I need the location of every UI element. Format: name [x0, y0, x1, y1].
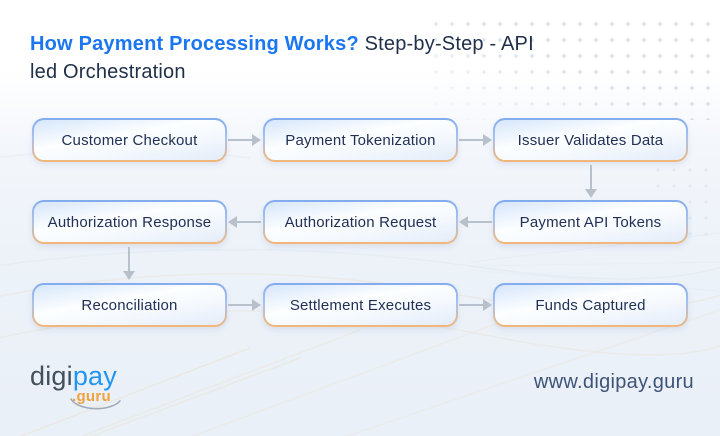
step-label: Reconciliation [34, 285, 225, 325]
arrow-left-icon [228, 216, 261, 228]
logo-text-digi: digi [30, 361, 73, 391]
step-label: Issuer Validates Data [495, 120, 686, 160]
dot-grid-pattern [428, 16, 720, 120]
digipay-logo: digipay .guru [30, 362, 150, 410]
page-title-highlight: How Payment Processing Works? [30, 33, 359, 55]
page-title: How Payment Processing Works? Step-by-St… [30, 30, 590, 86]
step-settlement-executes: Settlement Executes [263, 283, 458, 327]
arrow-down-icon [123, 247, 135, 280]
logo-swoosh-icon [70, 398, 121, 410]
step-payment-tokenization: Payment Tokenization [263, 118, 458, 162]
step-reconciliation: Reconciliation [32, 283, 227, 327]
step-label: Settlement Executes [265, 285, 456, 325]
step-authorization-response: Authorization Response [32, 200, 227, 244]
step-authorization-request: Authorization Request [263, 200, 458, 244]
arrow-down-icon [585, 165, 597, 198]
arrow-left-icon [459, 216, 492, 228]
step-label: Authorization Response [34, 202, 225, 242]
arrow-right-icon [228, 299, 261, 311]
step-label: Payment API Tokens [495, 202, 686, 242]
page-title-rest-line2: led Orchestration [30, 61, 186, 83]
arrow-right-icon [459, 299, 492, 311]
page-title-rest-line1: Step-by-Step - API [358, 33, 534, 55]
step-payment-api-tokens: Payment API Tokens [493, 200, 688, 244]
step-issuer-validates-data: Issuer Validates Data [493, 118, 688, 162]
arrow-right-icon [459, 134, 492, 146]
step-funds-captured: Funds Captured [493, 283, 688, 327]
step-label: Authorization Request [265, 202, 456, 242]
logo-text-pay: pay [72, 361, 117, 391]
digipay-logo-wordmark: digipay [30, 362, 150, 390]
digipay-logo-tld: .guru [70, 388, 132, 410]
step-label: Payment Tokenization [265, 120, 456, 160]
step-customer-checkout: Customer Checkout [32, 118, 227, 162]
step-label: Funds Captured [495, 285, 686, 325]
website-url: www.digipay.guru [533, 371, 694, 393]
step-label: Customer Checkout [34, 120, 225, 160]
logo-text-guru: .guru [72, 388, 111, 405]
arrow-right-icon [228, 134, 261, 146]
